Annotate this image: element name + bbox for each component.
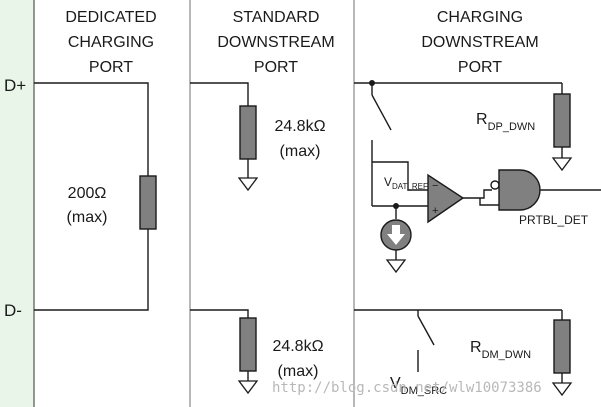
rdm-dwn-label: RDM_DWN	[470, 339, 531, 361]
section-title-charging: CHARGING DOWNSTREAM PORT	[421, 9, 538, 76]
label-sub: DAT_REF	[392, 182, 428, 191]
standard-circuit	[190, 82, 259, 395]
ground-icon	[385, 259, 407, 274]
label-sub: DP_DWN	[488, 121, 536, 133]
resistor-dm-24k8	[239, 317, 257, 372]
rdp-dwn-label: RDP_DWN	[476, 111, 535, 133]
title-line: PORT	[458, 59, 502, 76]
gate-second-input	[479, 198, 499, 206]
title-line: DOWNSTREAM	[217, 34, 334, 51]
resistor-dp-24k8	[239, 105, 257, 160]
ground-icon	[237, 177, 259, 192]
section-title-dedicated: DEDICATED CHARGING PORT	[65, 9, 156, 76]
comparator	[427, 173, 465, 224]
standard-dminus-wire	[190, 309, 249, 318]
label-sub: DM_SRC	[401, 385, 448, 397]
dplus-label: D+	[4, 76, 26, 95]
dminus-switch-blade	[417, 315, 435, 346]
ground-icon	[237, 380, 259, 395]
dedicated-dplus-wire	[34, 82, 149, 176]
standard-dm-value: 24.8kΩ	[272, 338, 323, 355]
ground-icon	[551, 157, 573, 172]
comparator-output-wire	[463, 189, 492, 199]
label-main: V	[384, 175, 392, 189]
and-gate	[498, 169, 541, 211]
dedicated-resistor-note: (max)	[67, 209, 108, 226]
label-main: R	[476, 111, 488, 128]
resistor-rdm-dwn	[553, 319, 571, 374]
vdat-ref-label: VDAT_REF	[384, 175, 428, 191]
title-line: PORT	[254, 59, 298, 76]
watermark: http://blog.csdn.net/wlw10073386	[272, 380, 542, 396]
label-main: V	[390, 375, 401, 392]
standard-dm-note: (max)	[278, 363, 319, 380]
title-line: PORT	[89, 59, 133, 76]
dedicated-dminus-wire	[34, 229, 149, 311]
title-line: STANDARD	[233, 9, 320, 26]
inverter-bubble	[490, 180, 500, 190]
charging-circuit: − +	[354, 80, 601, 397]
title-line: CHARGING	[437, 9, 523, 26]
dedicated-resistor-value: 200Ω	[68, 185, 107, 202]
comparator-minus: −	[432, 180, 438, 192]
standard-dplus-wire	[190, 82, 249, 106]
vdat-ref-wire	[372, 161, 428, 191]
section-title-standard: STANDARD DOWNSTREAM PORT	[217, 9, 334, 76]
ground-icon	[551, 382, 573, 397]
label-sub: DM_DWN	[482, 349, 532, 361]
vdm-src-label: VDM_SRC	[390, 375, 447, 397]
dedicated-circuit	[34, 82, 157, 311]
resistor-200ohm	[139, 175, 157, 230]
resistor-rdp-dwn	[553, 93, 571, 148]
dminus-label: D-	[4, 301, 22, 320]
dplus-switch-blade	[371, 94, 392, 131]
prtbl-det-label: PRTBL_DET	[519, 213, 589, 227]
standard-dp-value: 24.8kΩ	[274, 118, 325, 135]
title-line: CHARGING	[68, 34, 154, 51]
title-line: DEDICATED	[65, 9, 156, 26]
title-line: DOWNSTREAM	[421, 34, 538, 51]
comparator-plus: +	[432, 205, 438, 217]
standard-dp-note: (max)	[280, 143, 321, 160]
arrow-down-icon	[387, 225, 405, 245]
label-main: R	[470, 339, 482, 356]
